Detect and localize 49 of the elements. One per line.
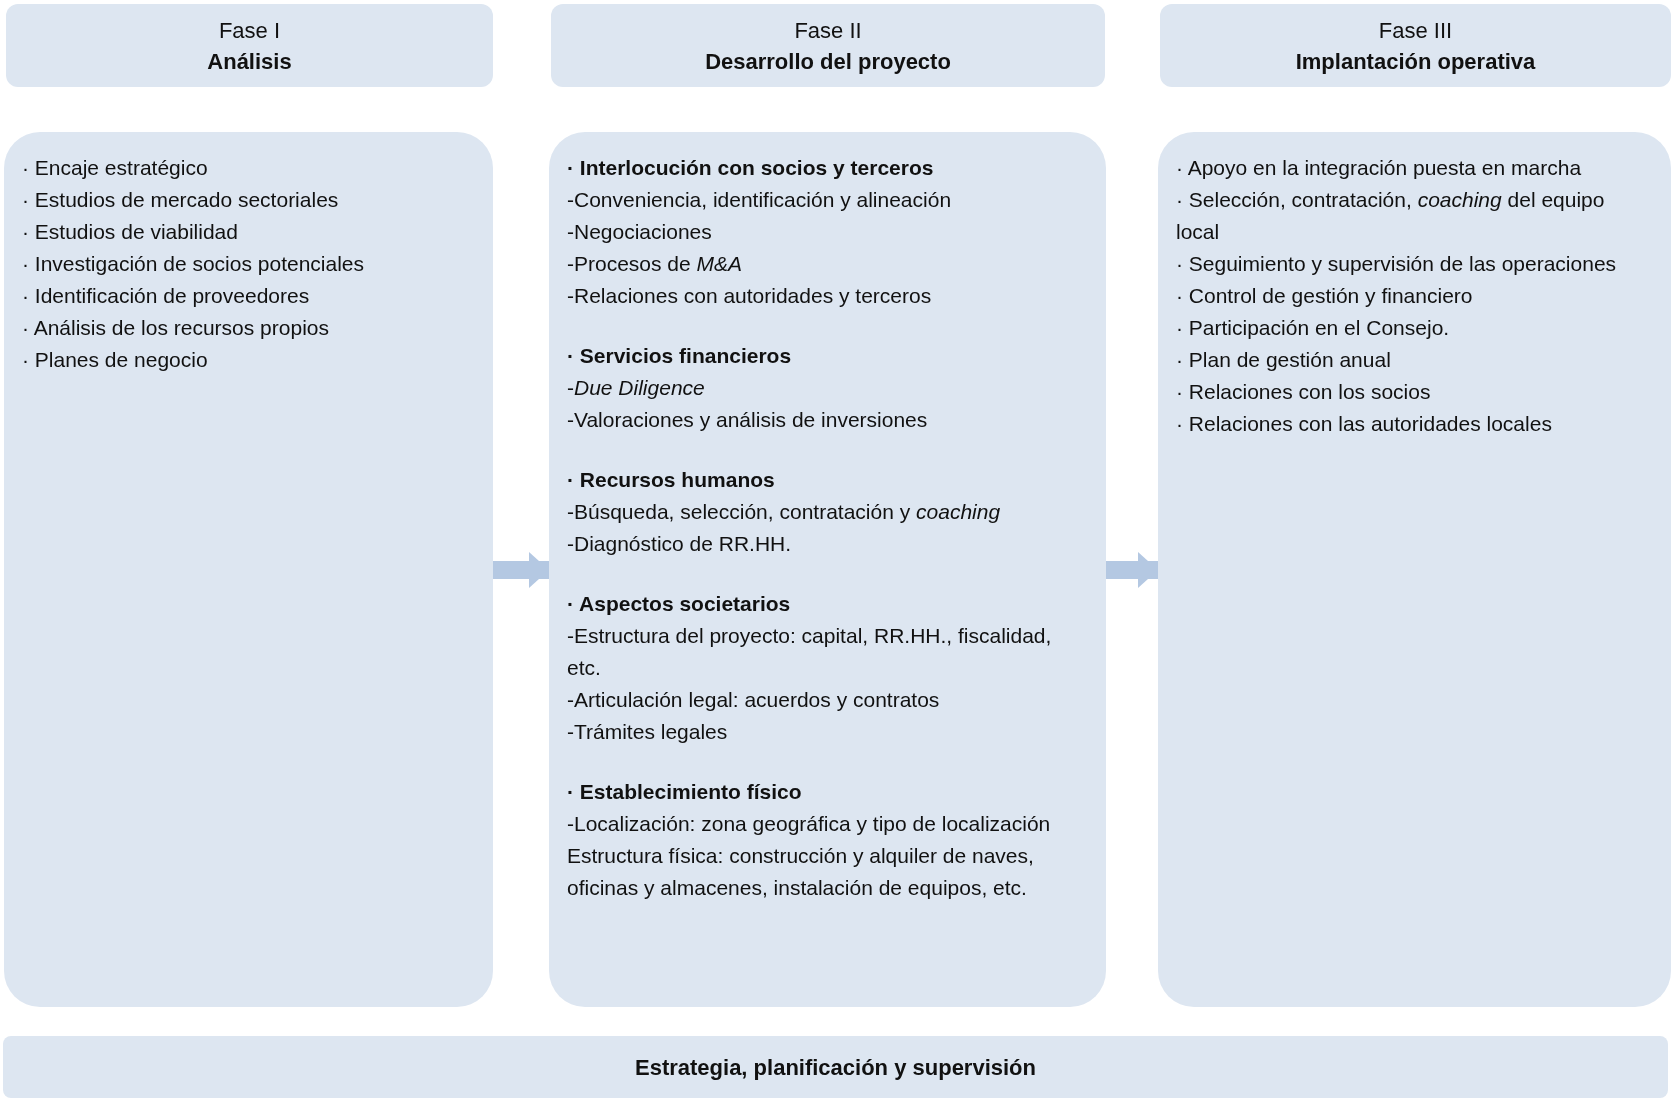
arrow xyxy=(493,552,549,588)
list-item: · Selección, contratación, coaching del equipo local xyxy=(1176,187,1606,245)
list-item: · Análisis de los recursos propios xyxy=(22,315,330,341)
list-item: -Due Diligence xyxy=(567,375,706,401)
list-item: -Trámites legales xyxy=(567,719,729,745)
list-item: · Encaje estratégico xyxy=(22,155,209,181)
list-item: -Valoraciones y análisis de inversiones xyxy=(567,407,929,433)
arrow xyxy=(1106,552,1158,588)
list-item: · Participación en el Consejo. xyxy=(1176,315,1451,341)
phase-number: Fase III xyxy=(1378,16,1453,45)
list-item: -Estructura del proyecto: capital, RR.HH., fiscalidad, etc. xyxy=(567,623,1053,681)
phase-number: Fase II xyxy=(794,16,862,45)
list-item: · Estudios de viabilidad xyxy=(22,219,239,245)
phase-title: Implantación operativa xyxy=(1295,47,1536,76)
list-item: · Planes de negocio xyxy=(22,347,209,373)
list-item: · Plan de gestión anual xyxy=(1176,347,1392,373)
list-item: · Relaciones con las autoridades locales xyxy=(1176,411,1553,437)
list-item: -Articulación legal: acuerdos y contratos xyxy=(567,687,941,713)
list-item: · Identificación de proveedores xyxy=(22,283,311,309)
list-item: -Conveniencia, identificación y alineación xyxy=(567,187,953,213)
list-item: · Seguimiento y supervisión de las operaciones xyxy=(1176,251,1618,277)
list-item: -Localización: zona geográfica y tipo de localización xyxy=(567,811,1052,837)
phase-panel xyxy=(4,132,493,1007)
list-item: -Diagnóstico de RR.HH. xyxy=(567,531,793,557)
phase-title: Análisis xyxy=(207,47,292,76)
list-item: · Apoyo en la integración puesta en marcha xyxy=(1176,155,1583,181)
list-item: · Establecimiento físico xyxy=(567,779,803,805)
list-item: -Relaciones con autoridades y terceros xyxy=(567,283,933,309)
phase-number: Fase I xyxy=(218,16,281,45)
phase-title: Desarrollo del proyecto xyxy=(705,47,951,76)
phase-header xyxy=(6,4,493,87)
list-item: · Servicios financieros xyxy=(567,343,793,369)
footer-title: Estrategia, planificación y supervisión xyxy=(635,1053,1036,1082)
list-item: Estructura física: construcción y alquiler de naves, oficinas y almacenes, instalación de equipos, etc. xyxy=(567,843,1035,901)
list-item: · Interlocución con socios y terceros xyxy=(567,155,935,181)
footer-bar xyxy=(3,1036,1668,1098)
phase-header xyxy=(551,4,1105,87)
phase-header xyxy=(1160,4,1671,87)
list-item: · Estudios de mercado sectoriales xyxy=(22,187,340,213)
list-item: · Control de gestión y financiero xyxy=(1176,283,1474,309)
list-item: -Búsqueda, selección, contratación y coaching xyxy=(567,499,1002,525)
list-item: · Investigación de socios potenciales xyxy=(22,251,366,277)
phase-panel xyxy=(1158,132,1671,1007)
list-item: · Relaciones con los socios xyxy=(1176,379,1432,405)
list-item: -Procesos de M&A xyxy=(567,251,744,277)
phase-panel xyxy=(549,132,1106,1007)
list-item: -Negociaciones xyxy=(567,219,713,245)
list-item: · Aspectos societarios xyxy=(567,591,792,617)
list-item: · Recursos humanos xyxy=(567,467,776,493)
